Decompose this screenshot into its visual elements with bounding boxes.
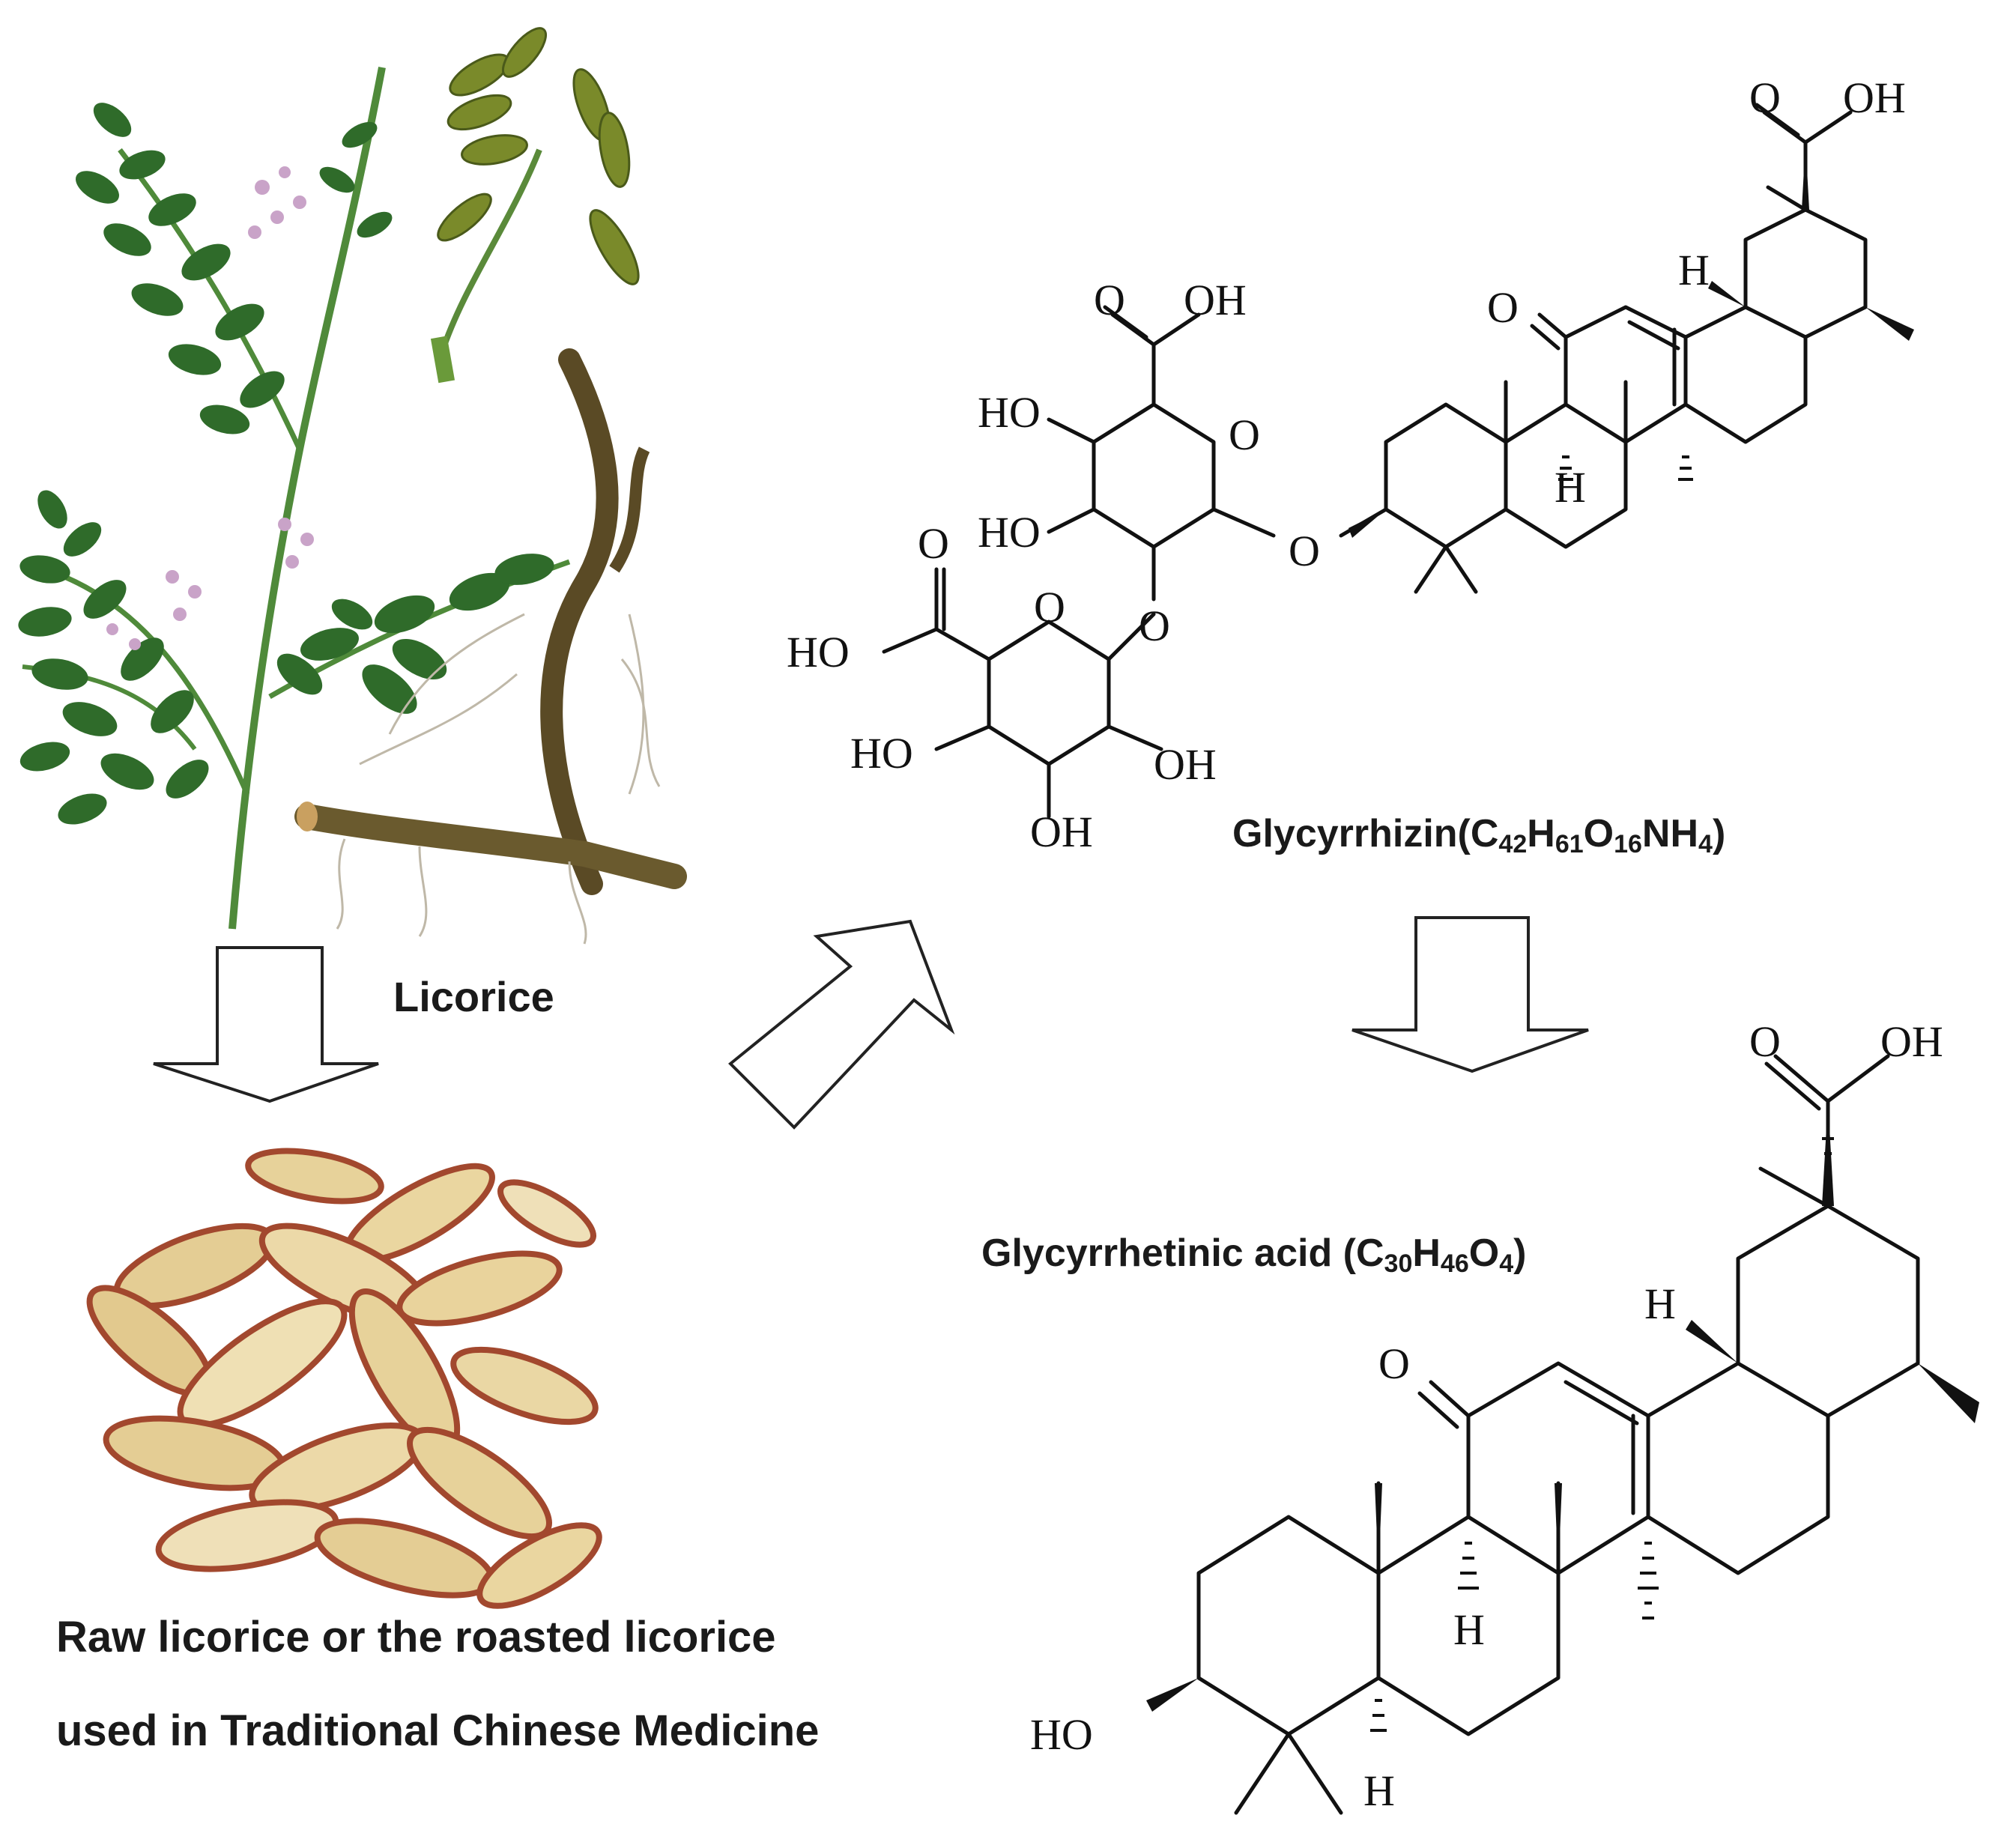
glycyrrhetinic-acid-structure: O OH H O H HO H [1030, 1017, 1979, 1815]
atom-o: O [1229, 410, 1260, 459]
atom-h: H [1644, 1279, 1676, 1328]
atom-o: O [1487, 283, 1519, 332]
atom-h: H [1678, 246, 1710, 294]
raw-licorice-caption-line2: used in Traditional Chinese Medicine [56, 1706, 819, 1755]
atom-oh: OH [1184, 276, 1247, 324]
atom-h: H [1363, 1766, 1395, 1815]
atom-o: O [1289, 527, 1320, 575]
atom-ho: HO [1030, 1710, 1093, 1759]
atom-h: H [1453, 1605, 1485, 1654]
glycyrrhizin-label: Glycyrrhizin(C42H61O16NH4) [1232, 812, 1725, 858]
atom-o: O [918, 519, 949, 568]
atom-o: O [1749, 73, 1781, 122]
seed-pods [430, 27, 640, 384]
licorice-slices-photo [86, 1148, 602, 1609]
atom-ho: HO [850, 729, 913, 778]
raw-licorice-caption-line1: Raw licorice or the roasted licorice [56, 1613, 776, 1661]
atom-o: O [1378, 1339, 1410, 1388]
licorice-label: Licorice [393, 973, 554, 1020]
diagonal-arrow [728, 919, 955, 1130]
atom-oh: OH [1030, 808, 1093, 856]
down-arrow-right [1351, 916, 1589, 1073]
atom-oh: OH [1154, 740, 1217, 789]
licorice-plant-illustration [18, 27, 687, 945]
down-arrow-left [153, 946, 379, 1103]
atom-ho: HO [978, 388, 1041, 437]
atom-ho: HO [978, 508, 1041, 557]
atom-o: O [1094, 276, 1125, 324]
atom-ho: HO [787, 628, 850, 676]
atom-o: O [1034, 583, 1065, 631]
glycyrrhetinic-acid-label: Glycyrrhetinic acid (C30H46O4) [981, 1231, 1526, 1278]
atom-oh: OH [1843, 73, 1906, 122]
glycyrrhizin-structure: O OH H O H O O OH HO HO O O O O HO HO OH… [787, 73, 1914, 856]
atom-h: H [1555, 463, 1586, 512]
atom-o: O [1139, 602, 1170, 650]
atom-o: O [1749, 1017, 1781, 1066]
licorice-root [294, 348, 687, 945]
atom-oh: OH [1880, 1017, 1943, 1066]
